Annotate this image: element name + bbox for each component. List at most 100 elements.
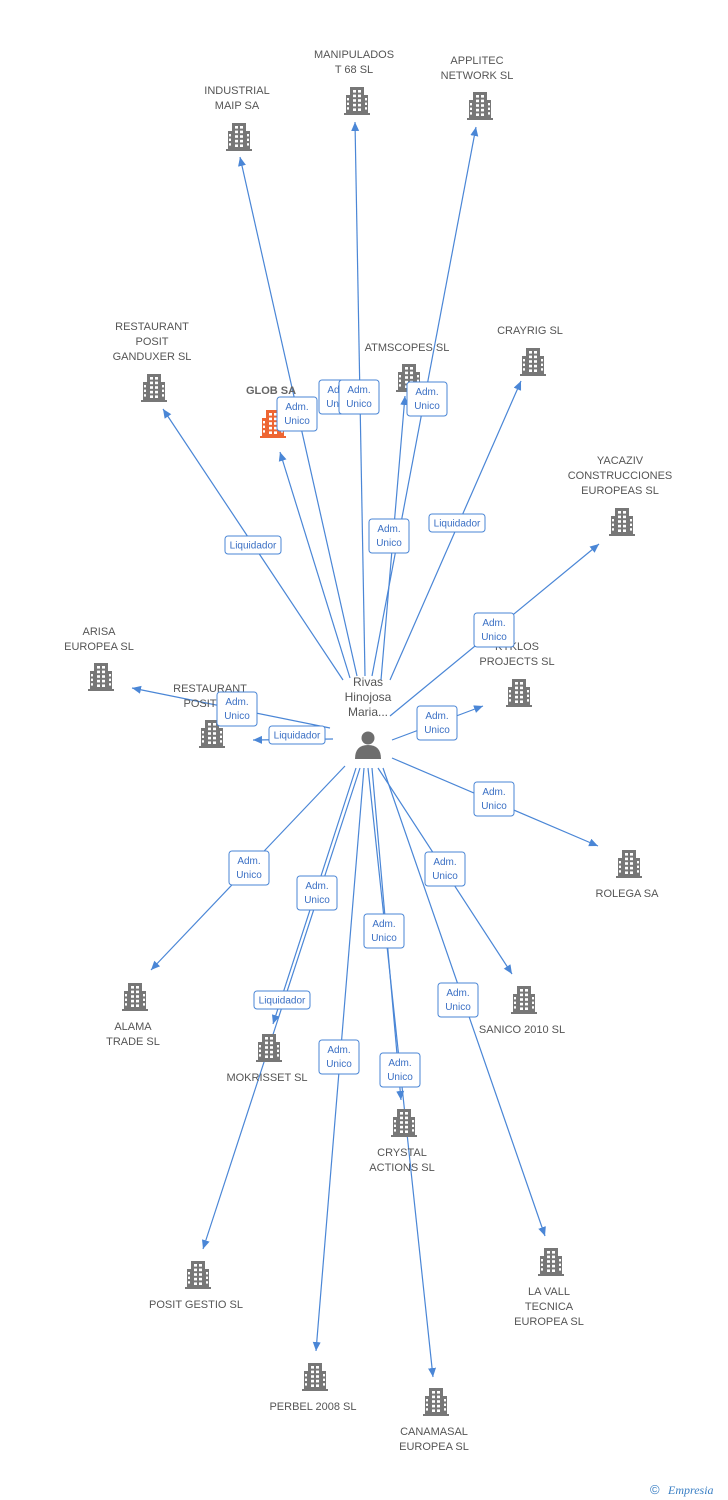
company-node-sanico[interactable]: SANICO 2010 SL bbox=[479, 986, 565, 1036]
company-node-posit-gestio[interactable]: POSIT GESTIO SL bbox=[149, 1261, 243, 1311]
edge-label-text: Liquidador bbox=[259, 996, 306, 1007]
company-node-crystal[interactable]: CRYSTAL ACTIONS SL bbox=[369, 1109, 435, 1174]
edge-label-text: Adm.Unico bbox=[432, 857, 458, 882]
edge-label-alama: Adm.Unico bbox=[228, 850, 270, 886]
edge-label-box bbox=[368, 518, 410, 554]
company-node-rolega[interactable]: ROLEGA SA bbox=[596, 850, 660, 900]
company-label: GLOB SA bbox=[246, 385, 296, 397]
company-label-line: MANIPULADOS bbox=[314, 49, 394, 61]
edge-label-atmscopes: Adm.Unico bbox=[368, 518, 410, 554]
edge-label-line: Unico bbox=[387, 1072, 413, 1083]
edge-label-text: Adm. Unico bbox=[445, 988, 471, 1013]
edge-label-box bbox=[268, 725, 326, 745]
credit-layer: ©Empresia bbox=[650, 1482, 714, 1497]
building-icon bbox=[226, 123, 252, 151]
edge-label-line: Unico bbox=[376, 538, 402, 549]
company-node-crayrig[interactable]: CRAYRIG SL bbox=[497, 325, 563, 376]
company-label-line: MOKRISSET SL bbox=[226, 1072, 307, 1084]
company-label-line: LA VALL bbox=[528, 1286, 570, 1298]
company-label-line: EUROPEA SL bbox=[399, 1441, 469, 1453]
company-label-line: EUROPEA SL bbox=[64, 641, 134, 653]
edge-label-line: Unico bbox=[481, 632, 507, 643]
building-icon bbox=[511, 986, 537, 1014]
edge-label-text: Liquidador bbox=[274, 731, 321, 742]
edge-label-box bbox=[276, 396, 318, 432]
person-icon bbox=[355, 731, 381, 759]
company-node-perbel[interactable]: PERBEL 2008 SL bbox=[269, 1363, 357, 1413]
company-label-line: POSIT bbox=[135, 336, 168, 348]
building-icon bbox=[185, 1261, 211, 1289]
edge-label-crystal: Adm.Unico bbox=[379, 1052, 421, 1088]
company-label-line: ATMSCOPES SL bbox=[365, 342, 450, 354]
edge-label-applitec: Adm.Unico bbox=[406, 381, 448, 417]
edge-label-text: Adm.Unico bbox=[304, 881, 330, 906]
company-label-line: EUROPEA SL bbox=[514, 1316, 584, 1328]
company-label-line: CRYSTAL bbox=[377, 1147, 427, 1159]
company-label-line: ROLEGA SA bbox=[596, 888, 660, 900]
edge-label-line: Unico bbox=[445, 1002, 471, 1013]
building-icon bbox=[467, 92, 493, 120]
edge-label-text: Adm.Unico bbox=[414, 387, 440, 412]
company-label-line: INDUSTRIAL bbox=[204, 85, 269, 97]
company-label-line: GLOB SA bbox=[246, 385, 296, 397]
edge-label-line: Adm. bbox=[347, 385, 370, 396]
edge-label-box bbox=[428, 513, 486, 533]
edge-label-line: Unico bbox=[371, 933, 397, 944]
edge-label-line: Adm. bbox=[482, 618, 505, 629]
edge-label-line: Adm. bbox=[425, 711, 448, 722]
edge-label-line: Adm. bbox=[285, 402, 308, 413]
company-label-line: YACAZIV bbox=[597, 455, 644, 467]
building-icon bbox=[616, 850, 642, 878]
company-node-mokrisset[interactable]: MOKRISSET SL bbox=[226, 1034, 308, 1084]
edge-label-box bbox=[406, 381, 448, 417]
edge-label-perbel: Adm.Unico bbox=[318, 1039, 360, 1075]
edge-label-box bbox=[473, 781, 515, 817]
edge-label-manipulados: Adm. Unico bbox=[338, 379, 380, 415]
edge-label-line: Unico bbox=[414, 401, 440, 412]
edge-label-box bbox=[228, 850, 270, 886]
building-icon bbox=[88, 663, 114, 691]
edge-label-text: Adm.Unico bbox=[224, 697, 250, 722]
edge-label-yacaziv: Adm. Unico bbox=[473, 612, 515, 648]
edge-label-restaurant-sit: Liquidador bbox=[268, 725, 326, 745]
edge-label-line: Unico bbox=[346, 399, 372, 410]
building-icon bbox=[302, 1363, 328, 1391]
edge-label-text: Adm.Unico bbox=[326, 1045, 352, 1070]
building-icon bbox=[122, 983, 148, 1011]
edge-label-line: Unico bbox=[481, 801, 507, 812]
edge-label-box bbox=[216, 691, 258, 727]
person-name-line: Rivas bbox=[353, 675, 383, 689]
company-label: CRYSTAL ACTIONS SL bbox=[369, 1147, 434, 1174]
edge-label-text: Adm.Unico bbox=[371, 919, 397, 944]
edge-label-line: Adm. bbox=[305, 881, 328, 892]
edge-label-box bbox=[424, 851, 466, 887]
company-label-line: EUROPEAS SL bbox=[581, 485, 659, 497]
company-label-line: ACTIONS SL bbox=[369, 1162, 434, 1174]
company-label: POSIT GESTIO SL bbox=[149, 1299, 243, 1311]
edge-label-crayrig: Liquidador bbox=[428, 513, 486, 533]
building-icon bbox=[520, 348, 546, 376]
edge-label-text: Adm.Unico bbox=[481, 787, 507, 812]
edge-label-box bbox=[296, 875, 338, 911]
empresia-credit[interactable]: ©Empresia bbox=[650, 1482, 714, 1497]
edge-label-line: Adm. bbox=[446, 988, 469, 999]
